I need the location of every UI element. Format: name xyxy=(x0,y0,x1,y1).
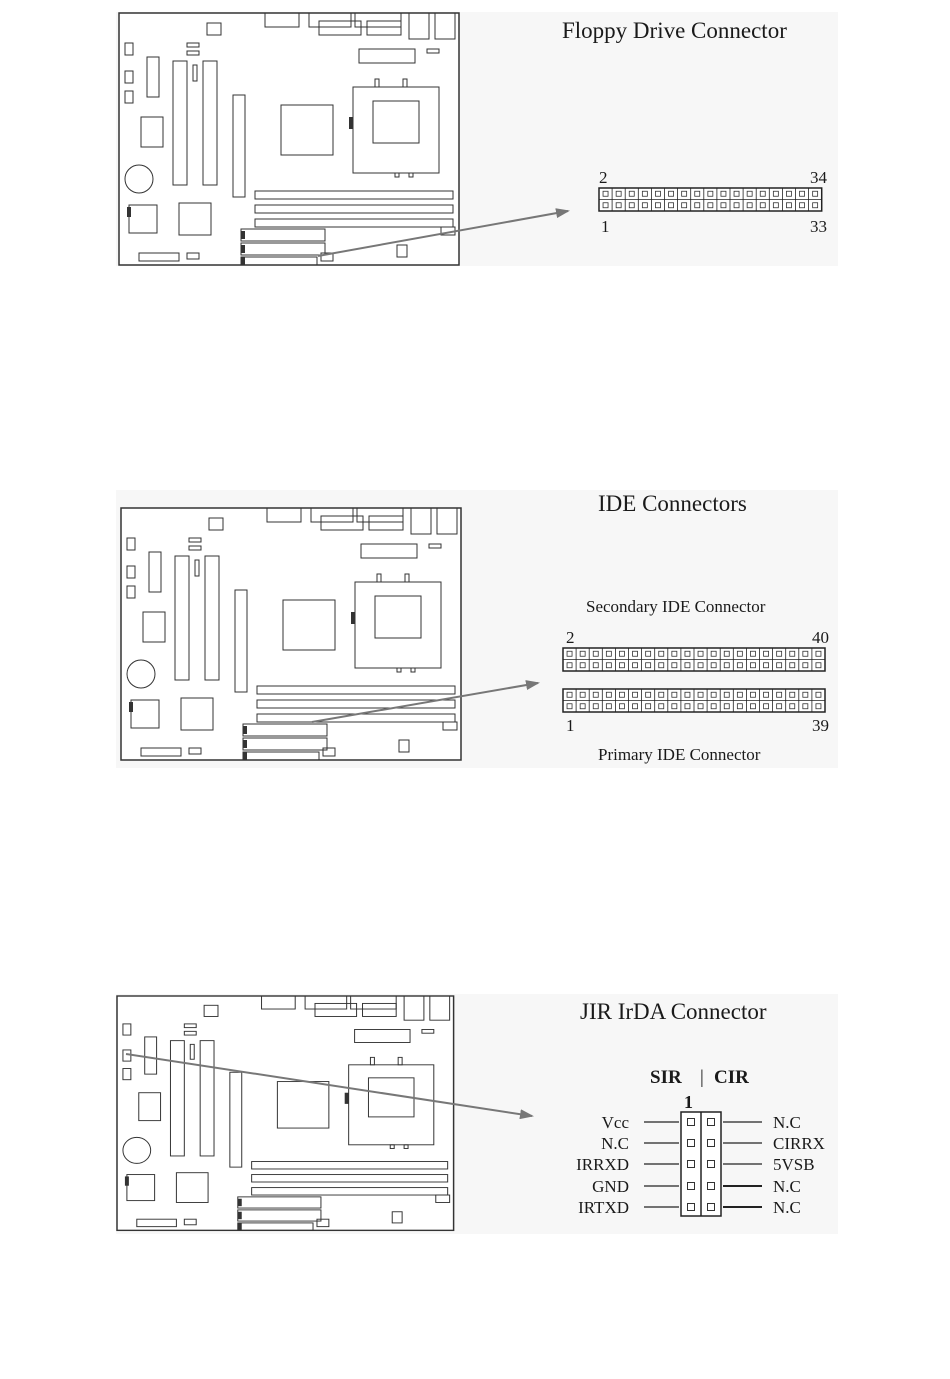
ide-primary-connector xyxy=(563,689,825,712)
ide-pin-40-label: 40 xyxy=(812,628,829,647)
ide-pin-1-label: 1 xyxy=(566,716,575,735)
floppy-motherboard-diagram xyxy=(119,13,459,265)
jir-title: JIR IrDA Connector xyxy=(580,999,767,1024)
ide-pin-39-label: 39 xyxy=(812,716,829,735)
ide-pin-2-label: 2 xyxy=(566,628,575,647)
jir-right-pin-label: N.C xyxy=(773,1113,801,1132)
floppy-connector-header xyxy=(599,188,822,211)
jir-left-pin-label: IRTXD xyxy=(578,1198,629,1217)
jir-motherboard-diagram xyxy=(117,996,454,1230)
floppy-pin-33-label: 33 xyxy=(810,217,827,236)
jir-header-sir: SIR xyxy=(650,1067,682,1088)
ide-secondary-connector xyxy=(563,648,825,671)
jir-left-pin-label: IRRXD xyxy=(576,1155,629,1174)
jir-right-pin-label: CIRRX xyxy=(773,1134,825,1153)
jir-left-pin-label: N.C xyxy=(601,1134,629,1153)
floppy-pin-34-label: 34 xyxy=(810,168,828,187)
jir-right-pin-label: N.C xyxy=(773,1198,801,1217)
jir-header-cir: CIR xyxy=(714,1067,749,1088)
ide-title: IDE Connectors xyxy=(598,491,747,516)
ide-motherboard-diagram xyxy=(121,508,461,760)
floppy-pin-2-label: 2 xyxy=(599,168,608,187)
jir-left-pin-label: Vcc xyxy=(602,1113,630,1132)
ide-primary-label: Primary IDE Connector xyxy=(598,745,761,764)
ide-secondary-label: Secondary IDE Connector xyxy=(586,597,766,616)
jir-header-separator: | xyxy=(700,1067,704,1088)
floppy-title: Floppy Drive Connector xyxy=(562,18,787,43)
jir-right-pin-label: N.C xyxy=(773,1177,801,1196)
floppy-pin-1-label: 1 xyxy=(601,217,610,236)
jir-left-pin-label: GND xyxy=(592,1177,629,1196)
jir-pin-1-label: 1 xyxy=(684,1092,693,1112)
jir-right-pin-label: 5VSB xyxy=(773,1155,815,1174)
